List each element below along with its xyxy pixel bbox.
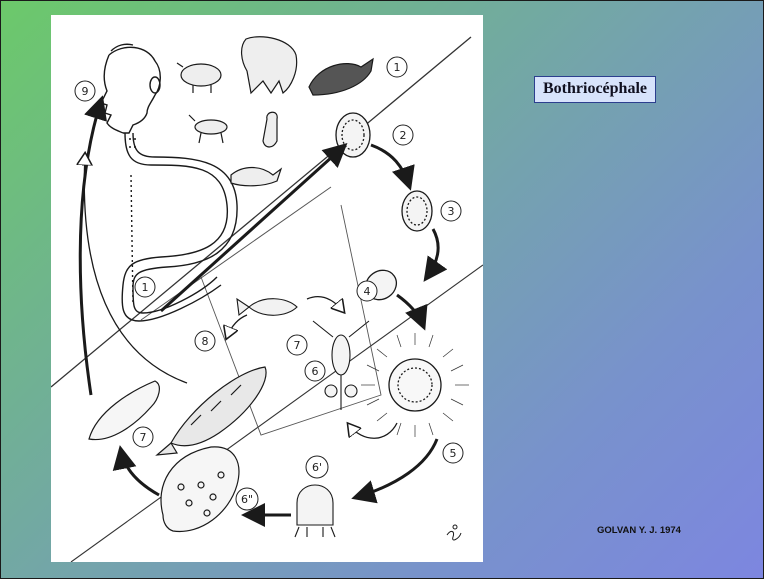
cat-icon xyxy=(263,112,277,147)
procercoid-stage-6-double-prime xyxy=(161,447,239,532)
fox-icon xyxy=(231,168,281,186)
slide-title: Bothriocéphale xyxy=(534,76,656,103)
small-fish-stage-7 xyxy=(237,299,297,316)
svg-text:6': 6' xyxy=(312,461,322,474)
life-cycle-diagram: 9 1 2 3 4 1 8 7 6 7 5 6' 6" xyxy=(51,15,483,562)
coracidium-stage-5 xyxy=(389,359,441,411)
dog-icon xyxy=(195,120,227,134)
svg-text:9: 9 xyxy=(82,85,89,98)
bear-icon xyxy=(242,37,297,93)
svg-text:2: 2 xyxy=(400,129,407,142)
seal-icon xyxy=(309,59,373,95)
svg-text:4: 4 xyxy=(364,285,371,298)
label-stage-7-larva: 7 xyxy=(133,427,153,447)
pig-icon xyxy=(181,64,221,86)
label-stage-8: 8 xyxy=(195,331,215,351)
svg-text:1: 1 xyxy=(394,61,401,74)
svg-text:7: 7 xyxy=(294,339,301,352)
label-stage-7-fish: 7 xyxy=(287,335,307,355)
label-stage-3: 3 xyxy=(441,201,461,221)
svg-text:7: 7 xyxy=(140,431,147,444)
svg-text:5: 5 xyxy=(450,447,457,460)
svg-text:6": 6" xyxy=(241,493,253,506)
svg-text:1: 1 xyxy=(142,281,149,294)
label-stage-6-double-prime: 6" xyxy=(236,488,258,510)
egg-stages xyxy=(336,113,441,411)
label-stage-6-prime: 6' xyxy=(306,456,328,478)
label-stage-1-gut: 1 xyxy=(135,277,155,297)
label-stage-5: 5 xyxy=(443,443,463,463)
artist-signature xyxy=(447,525,461,540)
label-stage-1-top: 1 xyxy=(387,57,407,77)
svg-text:6: 6 xyxy=(312,365,319,378)
pike-fish-stage-8 xyxy=(157,367,266,455)
label-stage-6: 6 xyxy=(305,361,325,381)
label-stage-4: 4 xyxy=(357,281,377,301)
svg-text:8: 8 xyxy=(202,335,209,348)
life-cycle-svg: 9 1 2 3 4 1 8 7 6 7 5 6' 6" xyxy=(51,15,483,562)
label-stage-2: 2 xyxy=(393,125,413,145)
human-head-drawing xyxy=(101,44,160,133)
label-stage-9: 9 xyxy=(75,81,95,101)
image-credit: GOLVAN Y. J. 1974 xyxy=(597,525,681,536)
divider-line-middle xyxy=(141,187,331,320)
svg-text:3: 3 xyxy=(448,205,455,218)
larva-stage-6-prime xyxy=(295,485,335,537)
